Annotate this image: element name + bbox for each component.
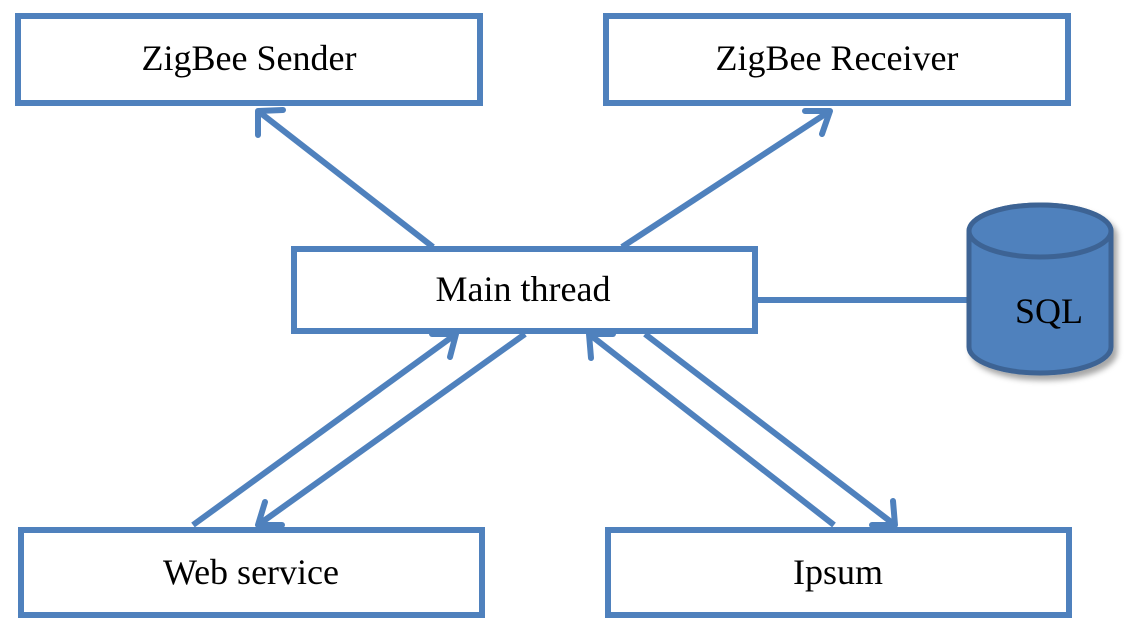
edge-main-to-web-service <box>255 331 527 528</box>
edge-main-to-ipsum <box>643 331 898 528</box>
edge-main-to-zigbee-sender <box>255 107 435 250</box>
node-label: Main thread <box>436 269 611 309</box>
node-web-service: Web service <box>18 527 485 618</box>
node-zigbee-sender: ZigBee Sender <box>15 13 483 106</box>
edge-main-to-zigbee-receiver <box>620 108 833 250</box>
node-label: Web service <box>163 552 339 592</box>
node-zigbee-receiver: ZigBee Receiver <box>603 13 1071 106</box>
edge-ipsum-to-main <box>586 331 836 528</box>
node-ipsum: Ipsum <box>605 527 1072 618</box>
edge-web-service-to-main <box>191 331 459 528</box>
node-label: ZigBee Receiver <box>716 38 959 78</box>
node-sql-database: SQL <box>966 202 1114 376</box>
node-label: ZigBee Sender <box>142 38 357 78</box>
node-label: SQL <box>1015 291 1083 331</box>
edges <box>191 107 968 528</box>
node-main-thread: Main thread <box>291 246 758 334</box>
node-label: Ipsum <box>793 552 883 592</box>
